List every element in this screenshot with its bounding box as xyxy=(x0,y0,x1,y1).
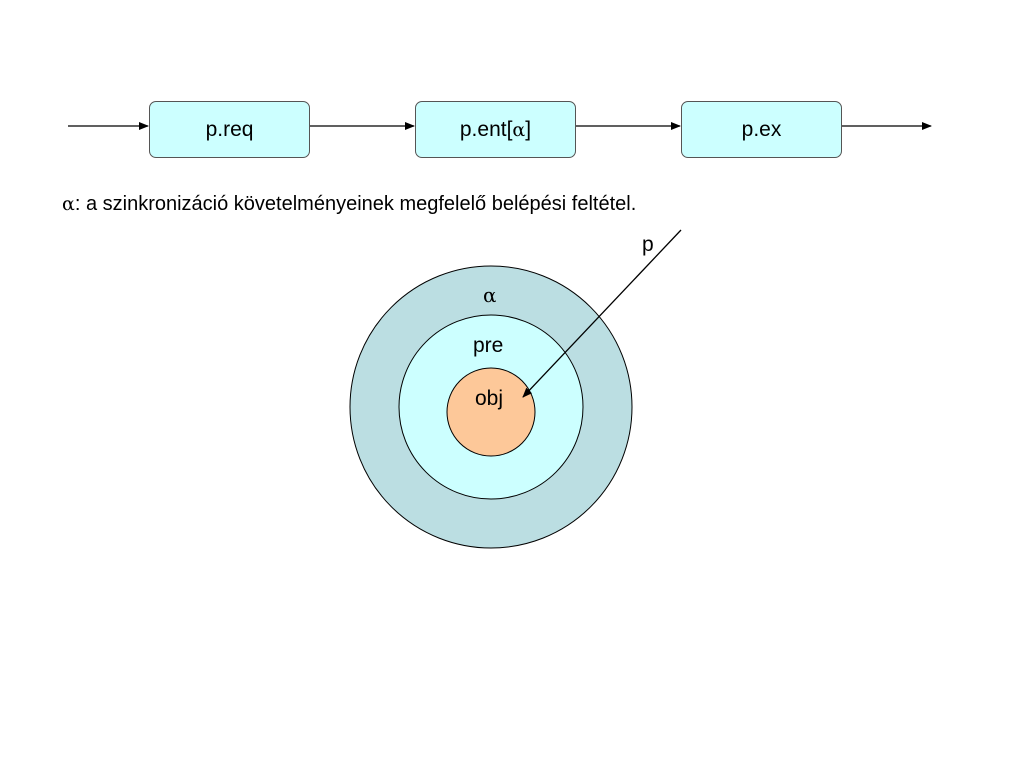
state-box-req: p.req xyxy=(149,101,310,158)
ring-pre-label: pre xyxy=(473,334,504,357)
state-box-ex: p.ex xyxy=(681,101,842,158)
arrow-p-label: p xyxy=(642,233,654,256)
alpha-definition-text: : a szinkronizáció követelményeinek megf… xyxy=(74,193,637,215)
state-box-ent: p.ent[α] xyxy=(415,101,576,158)
alpha-definition: α: a szinkronizáció követelményeinek meg… xyxy=(62,193,636,216)
arrow-p xyxy=(522,229,682,398)
ring-alpha-label: α xyxy=(483,283,497,307)
alpha-definition-symbol: α xyxy=(62,193,75,215)
state-box-req-label: p.req xyxy=(205,117,254,141)
state-box-ent-suffix: ] xyxy=(525,117,532,141)
state-box-ex-label: p.ex xyxy=(741,117,782,141)
ring-obj xyxy=(446,367,536,457)
state-box-ent-prefix: p.ent[ xyxy=(459,117,513,141)
state-box-ent-alpha: α xyxy=(512,118,526,141)
ring-obj-label: obj xyxy=(475,387,504,410)
